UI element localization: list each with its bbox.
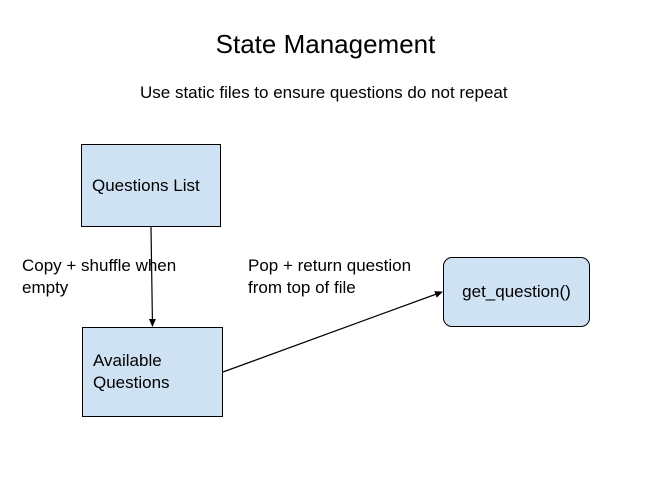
node-available-questions: Available Questions — [82, 327, 223, 417]
edge-questions-list-to-available — [148, 226, 156, 327]
diagram-subtitle: Use static files to ensure questions do … — [140, 83, 508, 102]
node-get-question: get_question() — [443, 257, 590, 327]
edge-label-pop-return: Pop + return question from top of file — [248, 256, 412, 297]
node-questions-list-label: Questions List — [92, 175, 200, 195]
diagram-title: State Management — [215, 29, 436, 59]
node-get-question-label: get_question() — [462, 282, 571, 301]
node-available-questions-label: Available Questions — [93, 351, 170, 392]
node-questions-list: Questions List — [81, 144, 221, 227]
edge-available-to-get-question — [222, 291, 443, 373]
edge-label-copy-shuffle: Copy + shuffle when empty — [22, 256, 177, 297]
